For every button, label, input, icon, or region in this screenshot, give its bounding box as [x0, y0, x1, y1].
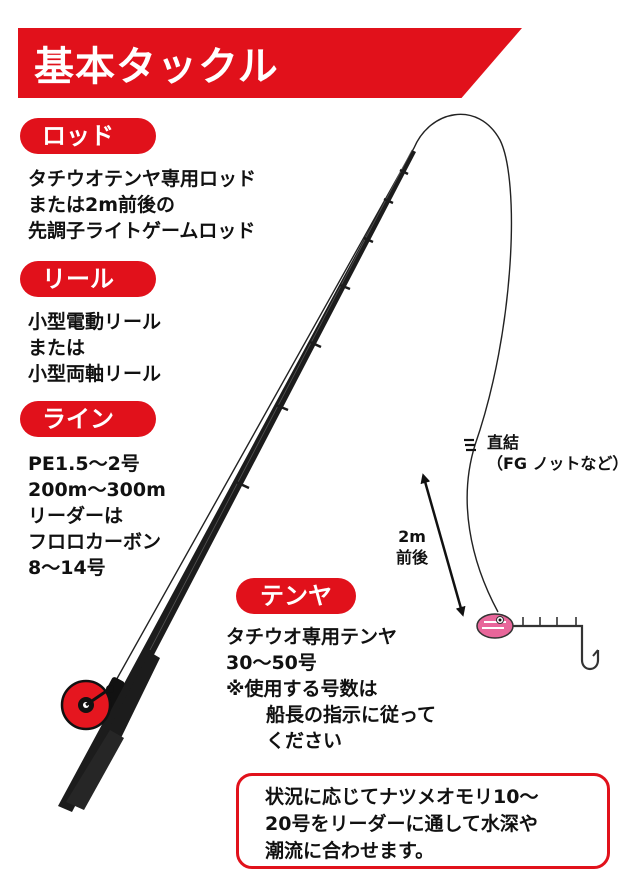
rod-section-badge: ロッド	[20, 118, 156, 154]
line-section-badge: ライン	[20, 401, 156, 437]
leader-length-line: 前後	[396, 548, 429, 567]
fishing-line	[104, 113, 513, 701]
reel-section-text: 小型電動リール または 小型両軸リール	[28, 309, 161, 387]
tenya-section-badge: テンヤ	[236, 578, 356, 614]
knot-annotation: 直結 （FG ノットなど）	[487, 432, 628, 474]
tenya-section-text: タチウオ専用テンヤ 30～50号 ※使用する号数は 船長の指示に従って ください	[226, 624, 436, 754]
knot-icon	[464, 438, 476, 452]
reel-section-badge: リール	[20, 261, 156, 297]
sinker-note-callout: 状況に応じてナツメオモリ10～ 20号をリーダーに通して水深や 潮流に合わせます…	[236, 773, 610, 869]
reel-text-line: または	[28, 337, 86, 359]
callout-line: 20号をリーダーに通して水深や	[265, 813, 538, 835]
rod-section-text: タチウオテンヤ専用ロッド または2m前後の 先調子ライトゲームロッド	[28, 166, 256, 244]
tenya-text-line: ください	[266, 730, 343, 752]
leader-length-annotation: 2m 前後	[396, 526, 428, 568]
callout-line: 潮流に合わせます。	[265, 840, 435, 862]
tenya-text-line: タチウオ専用テンヤ	[226, 626, 398, 648]
title-banner	[18, 28, 522, 98]
double-arrow-icon	[420, 473, 466, 617]
tenya-text-line: ※使用する号数は	[226, 678, 378, 700]
rod-text-line: または2m前後の	[28, 194, 176, 216]
tenya-text-line: 30～50号	[226, 652, 317, 674]
callout-line: 状況に応じてナツメオモリ10～	[265, 786, 539, 808]
line-text-line: 8～14号	[28, 557, 106, 579]
line-section-text: PE1.5～2号 200m～300m リーダーは フロロカーボン 8～14号	[28, 451, 166, 581]
rod-text-line: タチウオテンヤ専用ロッド	[28, 168, 257, 190]
line-text-line: PE1.5～2号	[28, 453, 140, 475]
line-text-line: フロロカーボン	[28, 531, 162, 553]
knot-annotation-line: 直結	[487, 433, 520, 452]
reel-icon	[60, 677, 125, 731]
reel-text-line: 小型両軸リール	[28, 363, 162, 385]
rod-text-line: 先調子ライトゲームロッド	[28, 220, 256, 242]
leader-length-line: 2m	[398, 527, 426, 546]
reel-text-line: 小型電動リール	[28, 311, 162, 333]
page-title: 基本タックル	[34, 44, 279, 90]
tenya-jig-icon	[476, 613, 600, 671]
line-text-line: 200m～300m	[28, 479, 166, 501]
tenya-text-line: 船長の指示に従って	[266, 704, 437, 726]
fishing-rod-icon	[58, 149, 416, 812]
line-text-line: リーダーは	[28, 505, 124, 527]
knot-annotation-line: （FG ノットなど）	[487, 454, 629, 473]
